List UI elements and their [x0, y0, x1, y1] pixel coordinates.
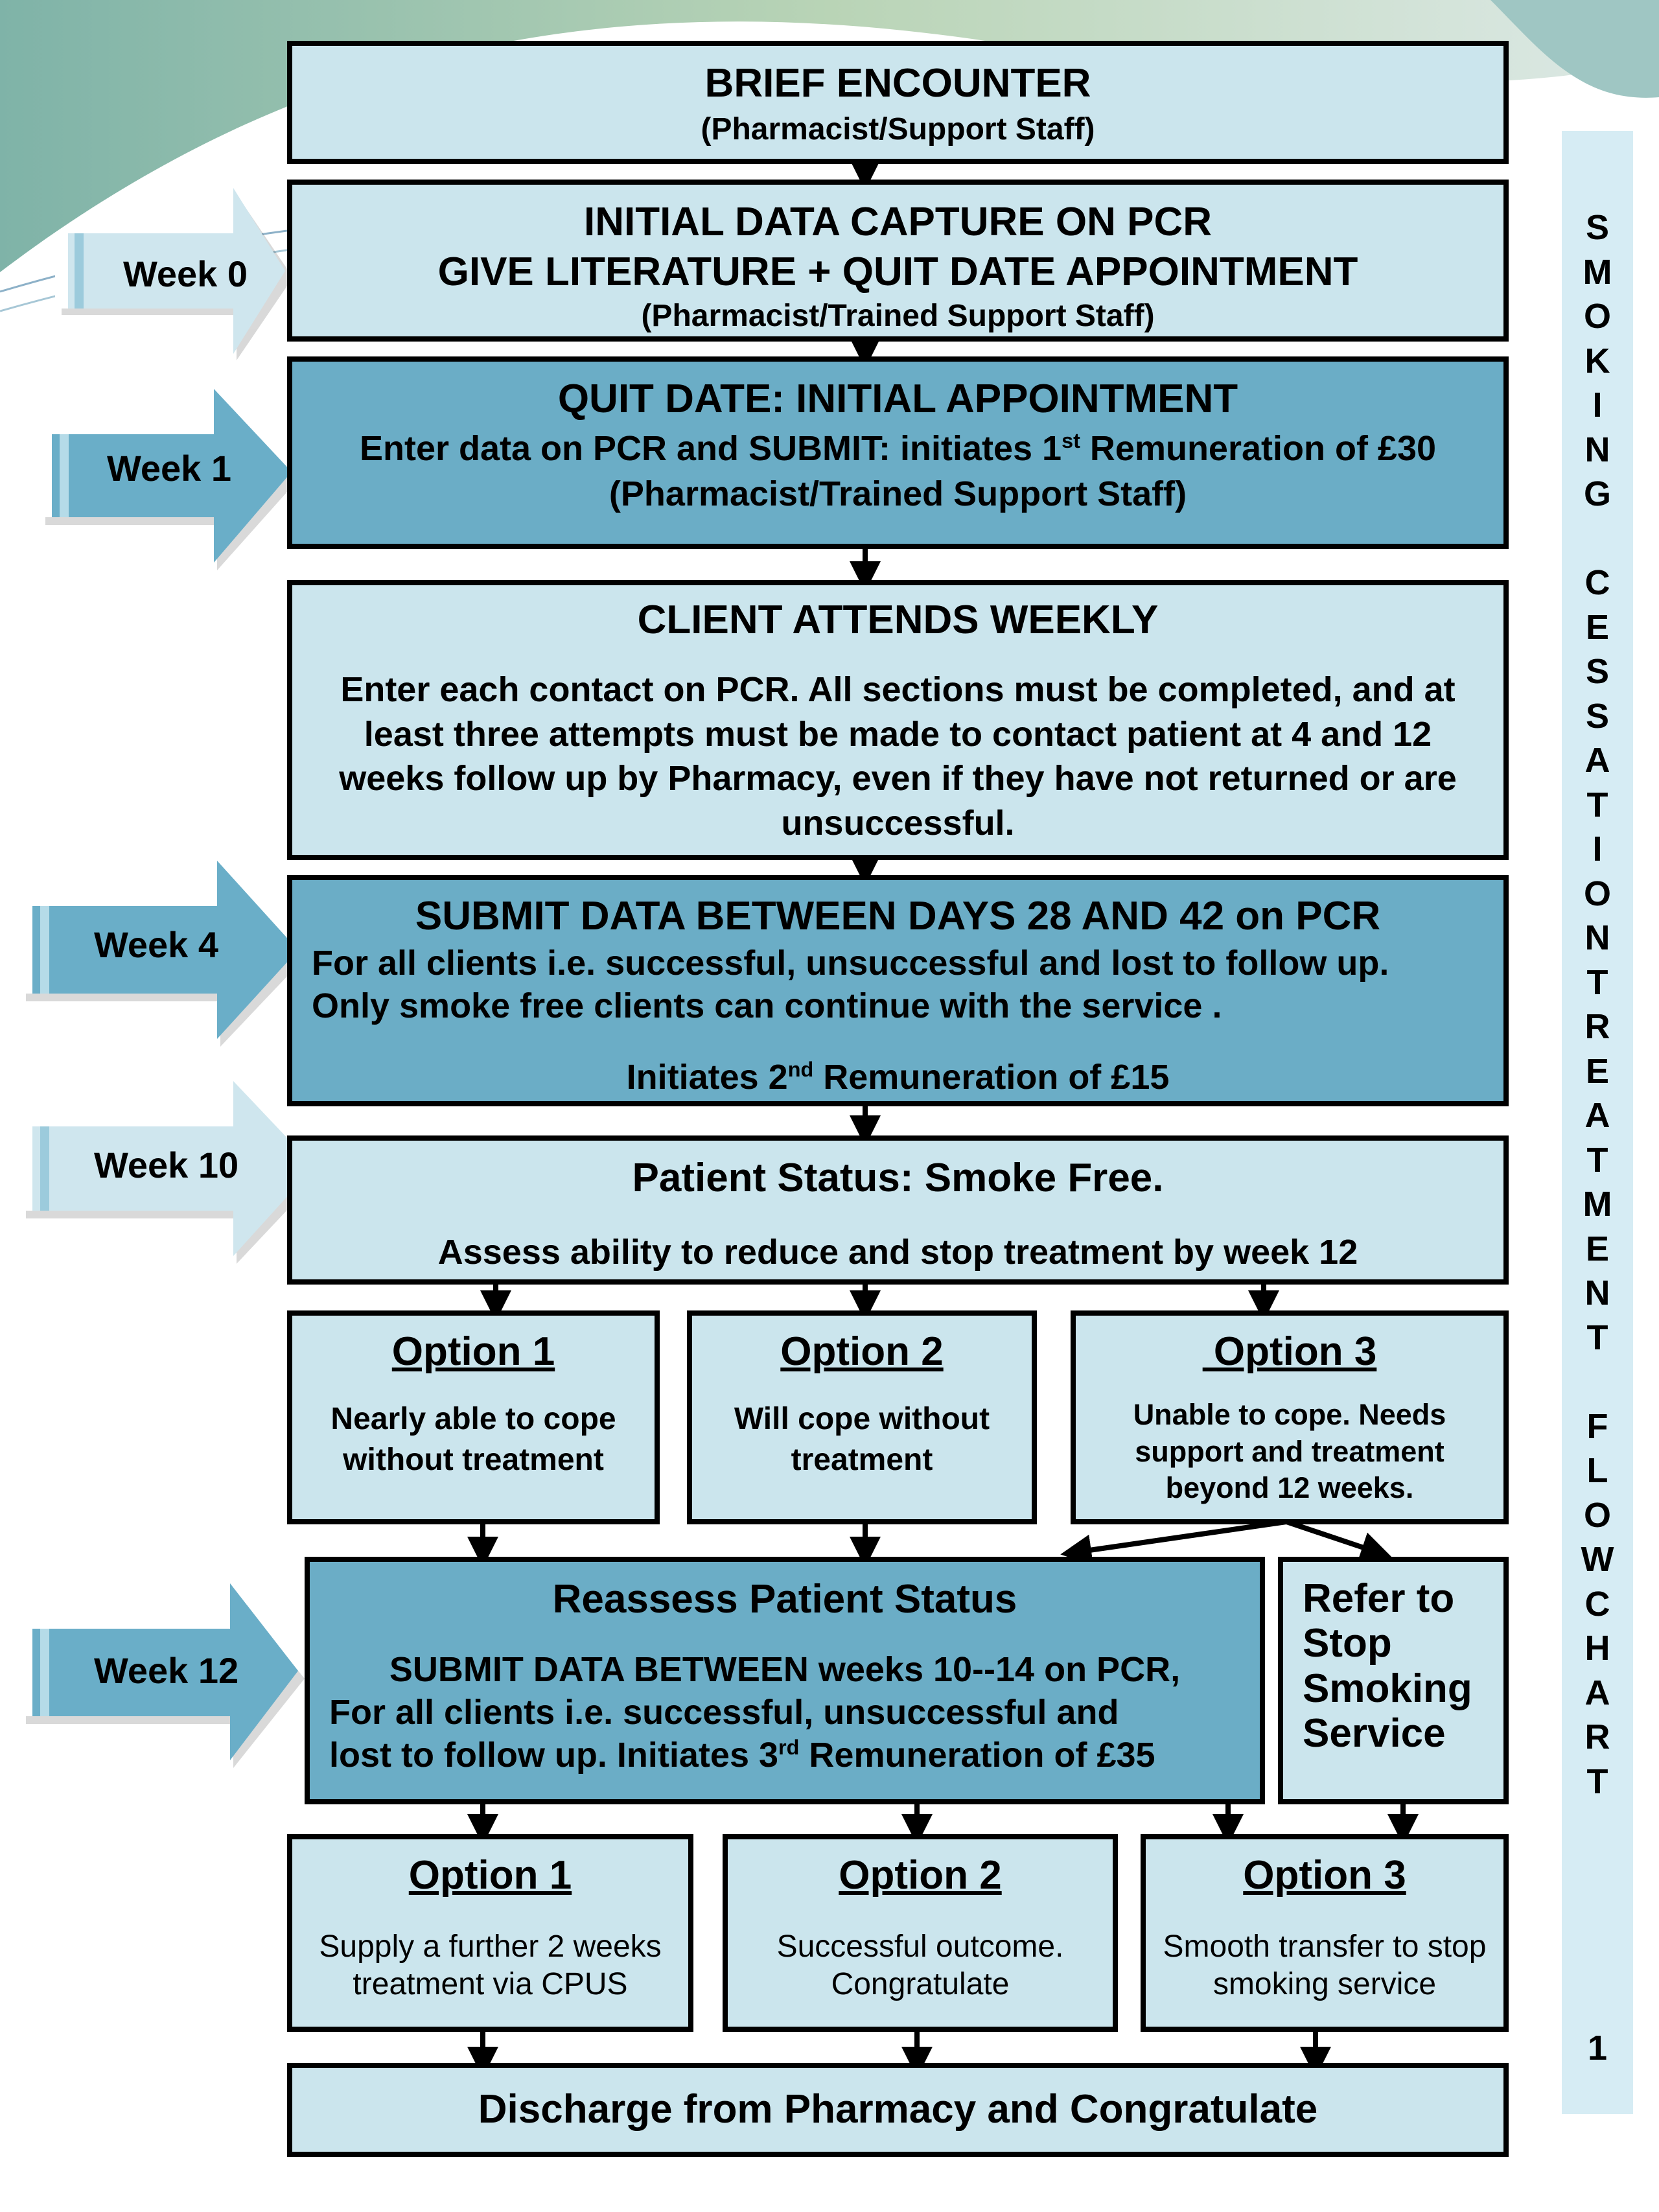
side-title-letter: H: [1584, 1629, 1610, 1668]
refer-text: Refer to Stop Smoking Service: [1303, 1576, 1472, 1756]
reassess-title: Reassess Patient Status: [552, 1577, 1017, 1622]
week-10-arrow: [19, 1081, 314, 1256]
reassess-box: Reassess Patient Status SUBMIT DATA BETW…: [305, 1557, 1265, 1804]
initial-data-line1: INITIAL DATA CAPTURE ON PCR: [583, 200, 1212, 244]
week-0-arrow: [55, 188, 285, 354]
side-title-letter: M: [1583, 1185, 1612, 1224]
option-b3-body: Smooth transfer to stop smoking service: [1163, 1929, 1487, 2001]
side-title-letter: N: [1584, 918, 1610, 957]
patient-status-box: Patient Status: Smoke Free. Assess abili…: [287, 1135, 1509, 1285]
week-4-arrow: [19, 861, 298, 1039]
client-weekly-title: CLIENT ATTENDS WEEKLY: [637, 598, 1159, 642]
side-title-letter: K: [1584, 341, 1610, 380]
side-title-letter: C: [1584, 563, 1610, 602]
side-title-letter: E: [1585, 607, 1610, 647]
brief-encounter-title: BRIEF ENCOUNTER: [704, 61, 1091, 106]
option-a1-box: Option 1 Nearly able to cope without tre…: [287, 1310, 660, 1524]
side-title-letter: W: [1581, 1540, 1614, 1579]
refer-box: Refer to Stop Smoking Service: [1278, 1557, 1509, 1804]
side-title-letter: G: [1583, 474, 1611, 513]
initial-data-staff: (Pharmacist/Trained Support Staff): [641, 298, 1155, 333]
side-title-letter: M: [1583, 252, 1612, 292]
side-title-letter: A: [1584, 1096, 1610, 1135]
option-b3-title: Option 3: [1243, 1853, 1406, 1898]
discharge-box: Discharge from Pharmacy and Congratulate: [287, 2063, 1509, 2157]
option-a3-body: Unable to cope. Needs support and treatm…: [1133, 1398, 1446, 1504]
option-b1-box: Option 1 Supply a further 2 weeks treatm…: [287, 1834, 693, 2032]
client-weekly-box: CLIENT ATTENDS WEEKLY Enter each contact…: [287, 580, 1509, 860]
side-title-letter: T: [1586, 1762, 1608, 1801]
week-0-label: Week 0: [123, 253, 248, 294]
submit-week4-box: SUBMIT DATA BETWEEN DAYS 28 AND 42 on PC…: [287, 875, 1509, 1106]
quit-date-title: QUIT DATE: INITIAL APPOINTMENT: [557, 377, 1238, 421]
submit-week4-line2: Only smoke free clients can continue wit…: [312, 986, 1222, 1026]
initial-data-box: INITIAL DATA CAPTURE ON PCR GIVE LITERAT…: [287, 180, 1509, 342]
option-a2-box: Option 2 Will cope without treatment: [687, 1310, 1037, 1524]
option-a3-title: Option 3: [1202, 1329, 1377, 1374]
client-weekly-body: Enter each contact on PCR. All sections …: [339, 670, 1457, 843]
side-title-letter: E: [1585, 1051, 1610, 1091]
side-title-letter: T: [1586, 1140, 1608, 1180]
submit-week4-line1: For all clients i.e. successful, unsucce…: [312, 944, 1389, 983]
side-title-letter: T: [1586, 962, 1608, 1002]
side-title-letter: T: [1586, 1318, 1608, 1357]
week-10-label: Week 10: [94, 1145, 239, 1185]
patient-status-body: Assess ability to reduce and stop treatm…: [437, 1233, 1358, 1272]
option-b2-box: Option 2 Successful outcome. Congratulat…: [723, 1834, 1118, 2032]
side-title-letter: I: [1592, 830, 1603, 868]
side-title-letter: S: [1585, 652, 1610, 691]
option-b2-title: Option 2: [839, 1853, 1002, 1898]
discharge-title: Discharge from Pharmacy and Congratulate: [478, 2087, 1318, 2132]
option-a2-title: Option 2: [780, 1329, 944, 1374]
option-b1-title: Option 1: [408, 1853, 572, 1898]
reassess-line2: For all clients i.e. successful, unsucce…: [329, 1693, 1119, 1732]
side-title-letter: O: [1583, 1495, 1611, 1535]
reassess-remuneration: lost to follow up. Initiates 3rd Remuner…: [329, 1736, 1155, 1775]
quit-date-remuneration: Enter data on PCR and SUBMIT: initiates …: [359, 429, 1437, 469]
side-title-letter: O: [1583, 297, 1611, 336]
side-title-letter: C: [1584, 1584, 1610, 1624]
option-a1-title: Option 1: [391, 1329, 555, 1374]
brief-encounter-staff: (Pharmacist/Support Staff): [701, 112, 1095, 147]
week-12-arrow: [19, 1583, 298, 1760]
quit-date-staff: (Pharmacist/Trained Support Staff): [609, 474, 1187, 514]
side-title-letter: T: [1586, 785, 1608, 824]
option-a1-body: Nearly able to cope without treatment: [331, 1402, 616, 1477]
side-title-letter: E: [1585, 1229, 1610, 1268]
submit-week4-title: SUBMIT DATA BETWEEN DAYS 28 AND 42 on PC…: [415, 894, 1381, 938]
side-title-letter: L: [1586, 1451, 1608, 1490]
option-b1-body: Supply a further 2 weeks treatment via C…: [319, 1929, 662, 2001]
option-b2-body: Successful outcome. Congratulate: [776, 1929, 1064, 2001]
submit-week4-remuneration: Initiates 2nd Remuneration of £15: [626, 1058, 1170, 1097]
week-1-arrow: [39, 389, 292, 563]
side-title-letter: 1: [1587, 2028, 1608, 2067]
side-title-letter: A: [1584, 741, 1610, 780]
brief-encounter-box: BRIEF ENCOUNTER (Pharmacist/Support Staf…: [287, 41, 1509, 164]
quit-date-box: QUIT DATE: INITIAL APPOINTMENT Enter dat…: [287, 356, 1509, 549]
week-4-label: Week 4: [94, 924, 218, 965]
patient-status-title: Patient Status: Smoke Free.: [632, 1156, 1164, 1200]
side-title-letter: N: [1584, 1274, 1610, 1312]
week-12-label: Week 12: [94, 1650, 239, 1691]
option-a2-body: Will cope without treatment: [734, 1402, 990, 1477]
initial-data-line2: GIVE LITERATURE + QUIT DATE APPOINTMENT: [437, 250, 1358, 295]
side-title-letter: I: [1592, 386, 1603, 425]
week-1-label: Week 1: [107, 448, 231, 489]
side-title-letter: R: [1584, 1007, 1610, 1046]
side-title-letter: F: [1586, 1406, 1608, 1446]
side-title-letter: S: [1585, 208, 1610, 247]
side-title-letter: A: [1584, 1673, 1610, 1712]
side-title-letter: N: [1584, 430, 1610, 469]
side-title-letter: O: [1583, 874, 1611, 913]
option-a3-box: Option 3 Unable to cope. Needs support a…: [1071, 1310, 1509, 1524]
reassess-line1: SUBMIT DATA BETWEEN weeks 10--14 on PCR,: [389, 1650, 1181, 1690]
side-title-letter: S: [1585, 696, 1610, 736]
option-b3-box: Option 3 Smooth transfer to stop smoking…: [1141, 1834, 1509, 2032]
side-title-letter: R: [1584, 1717, 1610, 1756]
